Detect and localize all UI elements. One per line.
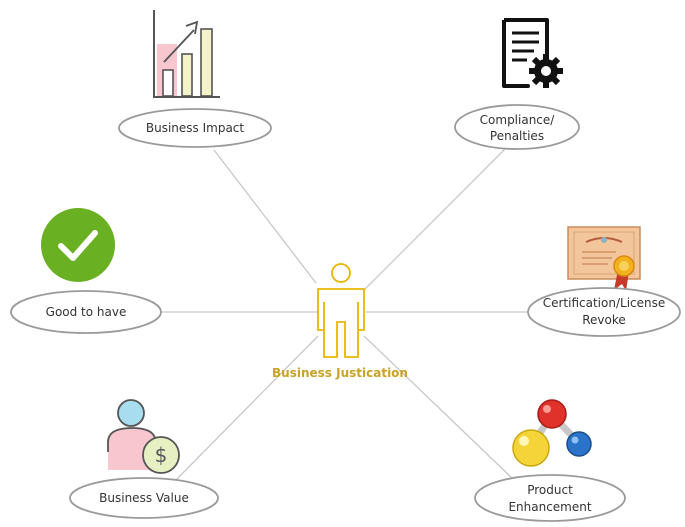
node-label: Business Value [99, 491, 189, 505]
connectors [160, 147, 530, 485]
svg-text:$: $ [155, 443, 168, 467]
node-label-line-2: Penalties [490, 129, 544, 143]
molecule-icon [512, 399, 592, 467]
center-person-icon [317, 263, 365, 358]
connector-business-value [171, 335, 319, 485]
connector-compliance-penalties [363, 147, 507, 291]
person-dollar-icon: $ [107, 399, 180, 474]
connector-product-enhancement [363, 335, 515, 481]
bar-chart-growth-icon [153, 10, 220, 98]
node-product-enhancement[interactable]: Product Enhancement [474, 474, 626, 522]
document-gear-icon [502, 18, 563, 88]
node-business-impact[interactable]: Business Impact [118, 108, 272, 148]
node-label: Business Impact [146, 121, 245, 135]
node-label-line-1: Product [527, 483, 573, 497]
node-label-line-2: Revoke [582, 313, 626, 327]
certificate-icon [567, 226, 641, 291]
check-circle-icon [41, 208, 115, 282]
node-good-to-have[interactable]: Good to have [10, 290, 162, 334]
node-label-line-2: Enhancement [508, 500, 591, 514]
node-label: Good to have [46, 305, 127, 319]
node-label-line-1: Compliance/ [480, 113, 556, 127]
node-certification-license-revoke[interactable]: Certification/License Revoke [527, 287, 681, 337]
connector-business-impact [213, 149, 317, 284]
node-business-value[interactable]: Business Value [69, 477, 219, 519]
node-compliance-penalties[interactable]: Compliance/ Penalties [454, 104, 580, 150]
center-label: Business Justication [272, 366, 408, 380]
node-label-line-1: Certification/License [543, 296, 666, 310]
